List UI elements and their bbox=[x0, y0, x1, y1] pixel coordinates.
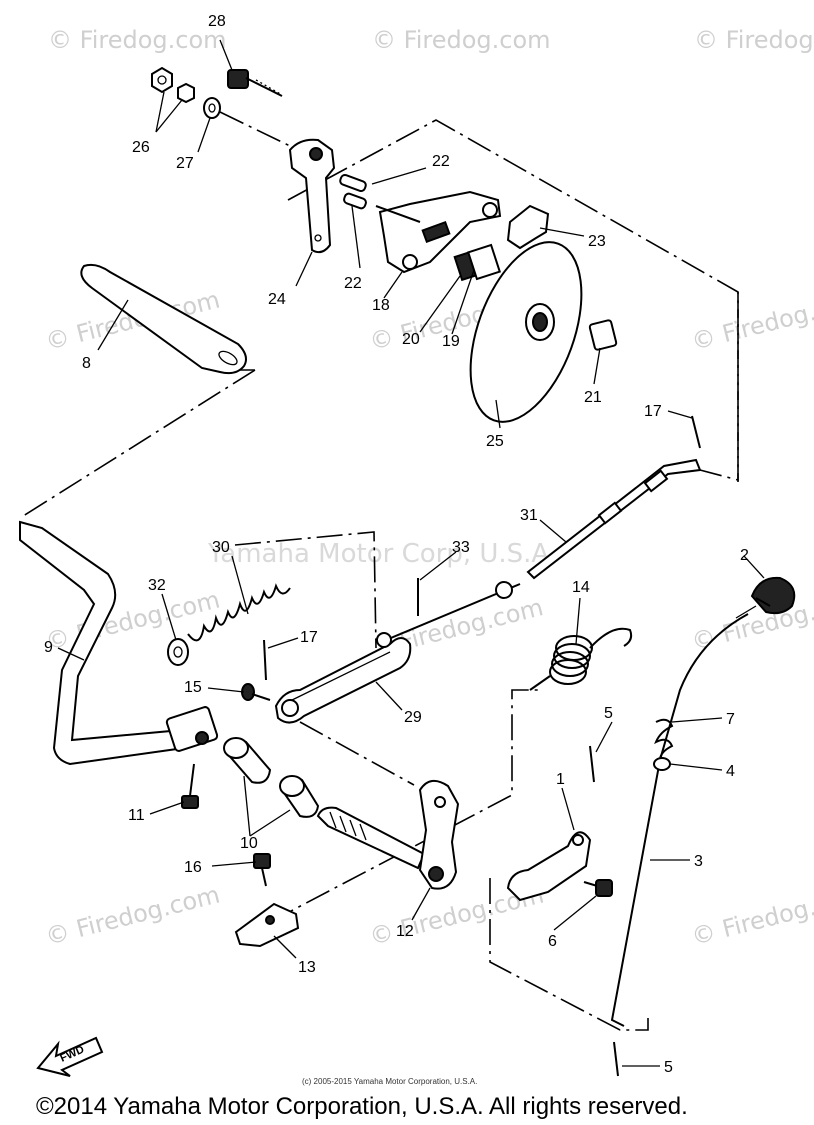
watermark: © Firedog.com bbox=[689, 880, 814, 950]
nut-26-icon bbox=[151, 66, 195, 104]
part-label: 27 bbox=[176, 155, 194, 172]
nut-4-icon bbox=[653, 757, 671, 771]
part-label: 20 bbox=[402, 331, 420, 348]
part-label: 32 bbox=[148, 577, 166, 594]
bolt-28-icon bbox=[227, 69, 283, 97]
bushing-10-icon bbox=[223, 737, 320, 818]
part-label: 25 bbox=[486, 433, 504, 450]
watermark-corp: Yamaha Motor Corp, U.S.A. bbox=[207, 539, 557, 569]
knob-2-icon bbox=[750, 576, 796, 615]
leader-lines bbox=[57, 39, 765, 1067]
clamp-icon bbox=[165, 706, 219, 752]
pin-22-icon bbox=[339, 173, 367, 193]
part-label: 13 bbox=[298, 959, 316, 976]
rod-31-icon bbox=[526, 458, 702, 580]
part-label: 1 bbox=[556, 771, 565, 788]
part-label: 6 bbox=[548, 933, 557, 950]
part-label: 24 bbox=[268, 291, 286, 308]
part-label: 29 bbox=[404, 709, 422, 726]
part-label: 5 bbox=[664, 1059, 673, 1076]
caliper-18-icon bbox=[375, 190, 502, 274]
arm-12-icon bbox=[418, 779, 460, 890]
part-label: 3 bbox=[694, 853, 703, 870]
washer-32-icon bbox=[167, 638, 189, 666]
arm-24-icon bbox=[288, 138, 336, 254]
forward-arrow-icon: FWD bbox=[36, 1036, 104, 1077]
watermark: Firedog.com bbox=[397, 593, 546, 656]
part-labels: 28 26 27 22 23 22 24 18 20 19 8 21 17 25… bbox=[44, 13, 749, 1076]
assembly-outlines bbox=[19, 111, 739, 1031]
pin-15-icon bbox=[241, 683, 271, 701]
disc-25-icon bbox=[469, 241, 583, 423]
grip-8-icon bbox=[80, 263, 247, 375]
part-label: 17 bbox=[644, 403, 662, 420]
part-label: 26 bbox=[132, 139, 150, 156]
parts-drawings: FWD bbox=[19, 66, 796, 1077]
part-label: 30 bbox=[212, 539, 230, 556]
footer-copyright: ©2014 Yamaha Motor Corporation, U.S.A. A… bbox=[36, 1093, 688, 1120]
clip-23-icon bbox=[506, 204, 550, 250]
watermark: © Firedog.com bbox=[43, 880, 223, 950]
watermark: © Firedog.com bbox=[372, 26, 551, 54]
bolt-11-icon bbox=[181, 763, 199, 809]
part-label: 5 bbox=[604, 705, 613, 722]
part-label: 7 bbox=[726, 711, 735, 728]
watermark: © Firedog.com bbox=[43, 585, 223, 655]
part-label: 11 bbox=[128, 807, 145, 824]
bolt-16-icon bbox=[253, 853, 271, 887]
pin-22-icon bbox=[343, 192, 367, 210]
small-copyright: (c) 2005-2015 Yamaha Motor Corporation, … bbox=[302, 1077, 477, 1086]
rod-3-icon bbox=[610, 605, 757, 1027]
washer-27-icon bbox=[203, 97, 221, 119]
part-label: 17 bbox=[300, 629, 318, 646]
part-label: 33 bbox=[452, 539, 470, 556]
part-label: 4 bbox=[726, 763, 735, 780]
watermark: © Firedog.com bbox=[689, 285, 814, 355]
part-label: 21 bbox=[584, 389, 602, 406]
part-label: 14 bbox=[572, 579, 590, 596]
pin-5-icon bbox=[613, 1041, 619, 1077]
spring-7-icon bbox=[654, 718, 674, 761]
bolt-6-icon bbox=[583, 879, 613, 897]
link-29-icon bbox=[274, 632, 412, 724]
part-label: 22 bbox=[344, 275, 362, 292]
watermark: © Firedog.com bbox=[694, 26, 814, 54]
part-label: 31 bbox=[520, 507, 538, 524]
pin-17-icon bbox=[263, 639, 267, 681]
part-label: 9 bbox=[44, 639, 53, 656]
part-label: 12 bbox=[396, 923, 414, 940]
part-label: 10 bbox=[240, 835, 258, 852]
part-label: 23 bbox=[588, 233, 606, 250]
part-label: 16 bbox=[184, 859, 202, 876]
spring-30-icon bbox=[187, 583, 291, 642]
part-label: 2 bbox=[740, 547, 749, 564]
watermark: © Firedog.com bbox=[48, 26, 227, 54]
spring-14-icon bbox=[529, 627, 633, 691]
bracket-13-icon bbox=[234, 902, 300, 948]
pad-19-icon bbox=[467, 243, 501, 281]
part-label: 19 bbox=[442, 333, 460, 350]
nut-21-icon bbox=[588, 319, 618, 351]
part-label: 18 bbox=[372, 297, 390, 314]
pin-17-icon bbox=[691, 415, 701, 449]
part-label: 22 bbox=[432, 153, 450, 170]
part-label: 15 bbox=[184, 679, 202, 696]
part-label: 8 bbox=[82, 355, 91, 372]
part-label: 28 bbox=[208, 13, 226, 30]
plate-1-icon bbox=[506, 831, 592, 902]
shaft-icon bbox=[316, 806, 426, 870]
pin-5-icon bbox=[589, 745, 595, 783]
